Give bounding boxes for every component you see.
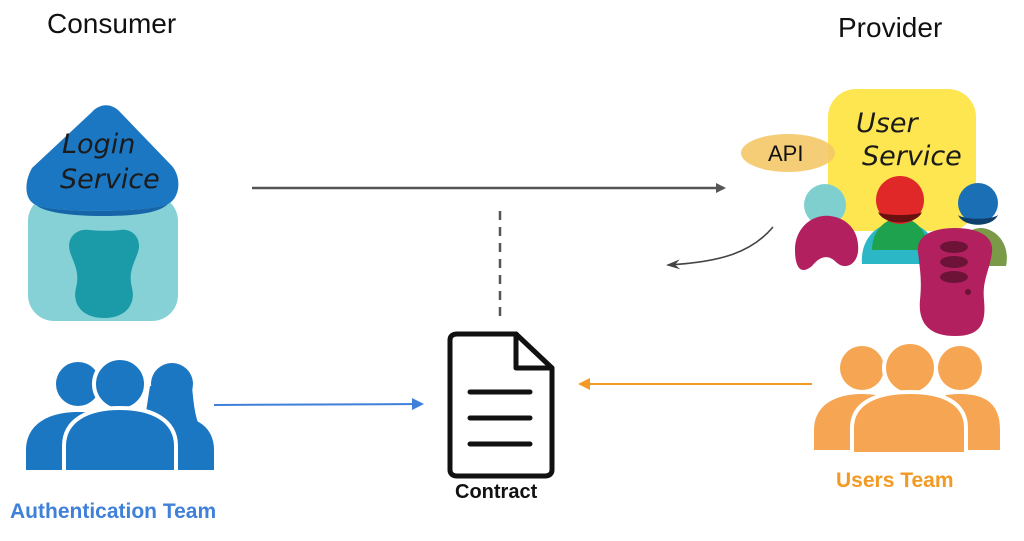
authentication-team-icon [26,356,214,474]
provider-to-consumer-arrow [666,226,774,270]
authentication-team-label: Authentication Team [10,500,217,523]
login-service-label-line1: Login [62,129,136,160]
contract-document-icon [447,331,555,479]
user-service-label-line1: User [856,108,918,139]
users-team-label: Users Team [836,469,954,492]
api-badge [741,134,835,172]
contract-label: Contract [455,481,538,503]
login-service-icon [26,105,179,321]
user-service-icon [741,89,1007,336]
user-service-label-line2: Service [862,141,962,172]
consumer-heading: Consumer [47,8,177,39]
login-service-label-line2: Service [60,164,160,195]
authentication-to-contract-arrow [213,398,424,411]
users-team-icon [814,340,1000,456]
api-label: API [768,141,804,166]
provider-heading: Provider [838,12,943,43]
